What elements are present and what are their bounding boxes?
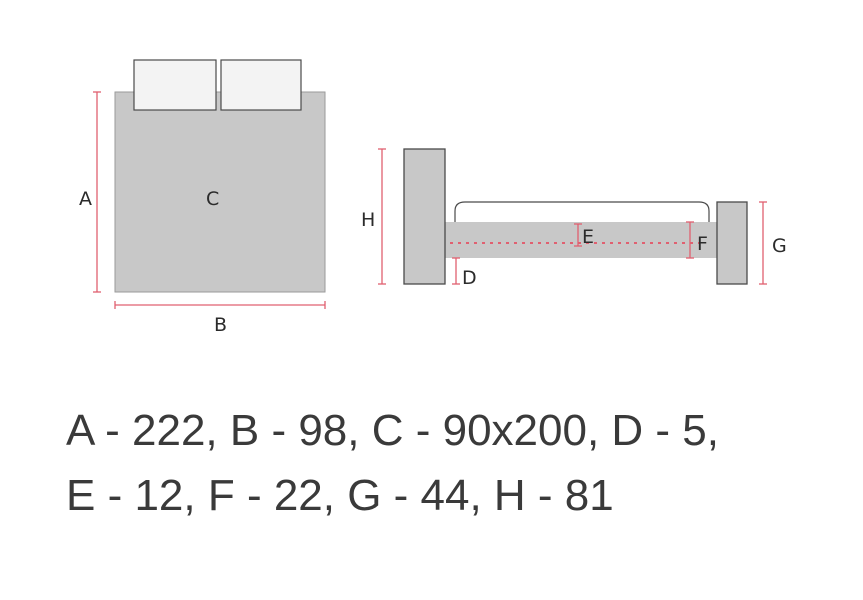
pillow-left <box>133 59 217 111</box>
label-b: B <box>214 314 227 336</box>
bed-frame-rail <box>445 222 717 258</box>
label-f: F <box>697 233 708 255</box>
bed-dimension-diagram: A B C H <box>79 59 787 336</box>
pillow-right <box>220 59 302 111</box>
label-h: H <box>361 209 375 231</box>
label-d: D <box>462 267 477 289</box>
dimension-line-h <box>378 148 386 285</box>
bed-top-frame <box>114 91 326 293</box>
dimensions-line-2: E - 12, F - 22, G - 44, H - 81 <box>66 471 614 520</box>
label-g: G <box>772 235 787 257</box>
headboard <box>403 148 446 285</box>
footboard <box>716 201 748 285</box>
dimension-line-f <box>686 221 694 259</box>
label-a: A <box>79 188 92 210</box>
dimensions-line-1: A - 222, B - 98, C - 90x200, D - 5, <box>66 406 719 455</box>
dimension-line-a <box>93 91 101 293</box>
dimension-line-e <box>574 223 582 247</box>
label-c: C <box>206 188 219 210</box>
dimensions-text: A - 222, B - 98, C - 90x200, D - 5, E - … <box>66 398 846 528</box>
dimension-line-d <box>452 257 460 285</box>
dimension-line-b <box>114 301 326 309</box>
bed-top-view: A B C <box>79 59 326 336</box>
dimension-line-g <box>759 201 767 285</box>
mattress-outline <box>454 201 710 222</box>
bed-side-view: H D E F G <box>361 148 787 289</box>
label-e: E <box>582 226 594 248</box>
